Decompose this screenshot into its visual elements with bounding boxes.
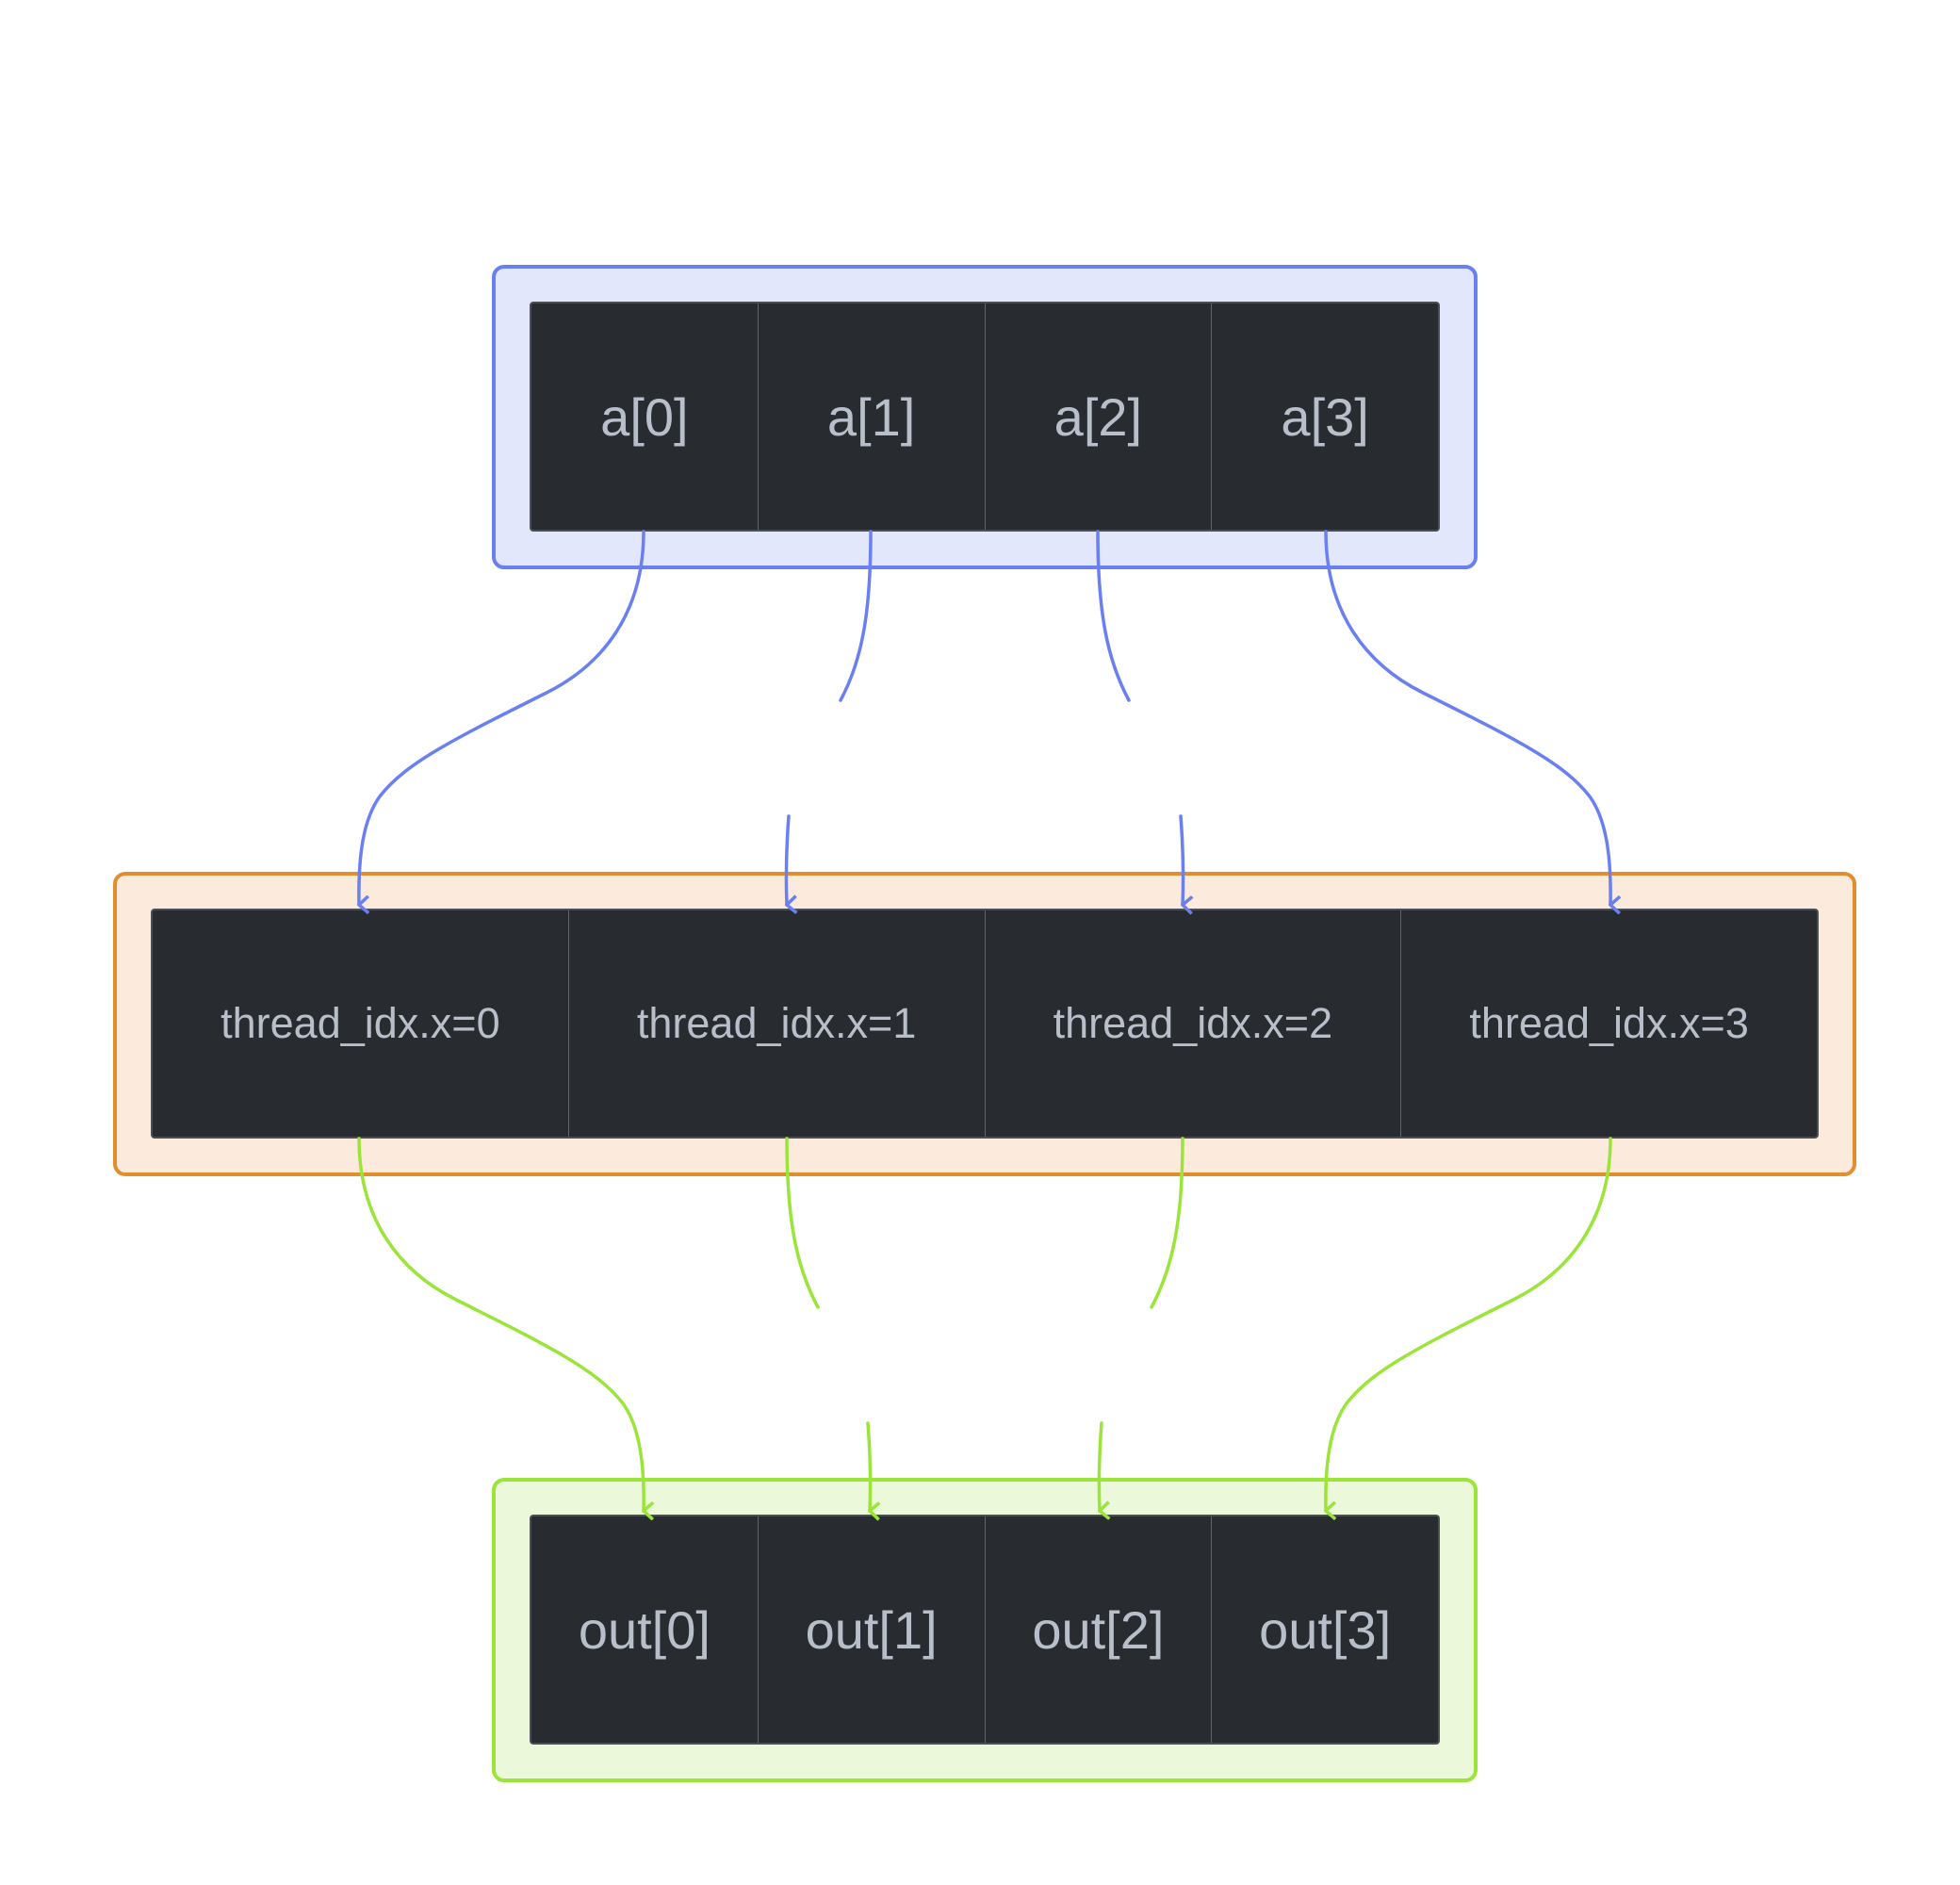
threads-row: thread_idx.x=0 thread_idx.x=1 thread_idx… bbox=[151, 909, 1819, 1139]
arrow-thread-3-to-output-3 bbox=[1326, 1137, 1612, 1511]
arrow-thread-2-broken-upper bbox=[1150, 1137, 1184, 1309]
arrow-input-1-broken-upper bbox=[839, 530, 873, 702]
arrow-input-3-to-thread-3 bbox=[1324, 530, 1610, 905]
thread-cell-3: thread_idx.x=3 bbox=[1469, 999, 1749, 1047]
arrow-thread-1-to-output-1 bbox=[866, 1421, 871, 1511]
output-cell-1: out[1] bbox=[759, 1516, 986, 1743]
input-array: a[0] a[1] a[2] a[3] bbox=[530, 302, 1440, 532]
thread-cell-0: thread_idx.x=0 bbox=[153, 910, 569, 1137]
input-cell-0: a[0] bbox=[531, 303, 759, 530]
arrow-input-2-broken-upper bbox=[1096, 530, 1131, 702]
thread-cell-2: thread_idx.x=2 bbox=[986, 910, 1402, 1137]
thread-cell-1: thread_idx.x=1 bbox=[569, 910, 986, 1137]
arrow-input-2-to-thread-2 bbox=[1179, 814, 1184, 905]
arrow-input-0-to-thread-0 bbox=[359, 530, 645, 905]
arrow-thread-1-broken-upper bbox=[785, 1137, 820, 1309]
output-array: out[0] out[1] out[2] out[3] bbox=[530, 1515, 1440, 1745]
output-cell-0: out[0] bbox=[531, 1516, 759, 1743]
arrow-thread-0-to-output-0 bbox=[357, 1137, 644, 1511]
input-cell-3: a[3] bbox=[1281, 386, 1369, 447]
output-cell-3: out[3] bbox=[1259, 1599, 1392, 1660]
input-cell-2: a[2] bbox=[986, 303, 1213, 530]
arrow-thread-2-to-output-2 bbox=[1099, 1421, 1102, 1511]
input-cell-1: a[1] bbox=[759, 303, 986, 530]
output-cell-2: out[2] bbox=[986, 1516, 1213, 1743]
arrow-input-1-to-thread-1 bbox=[786, 814, 789, 905]
